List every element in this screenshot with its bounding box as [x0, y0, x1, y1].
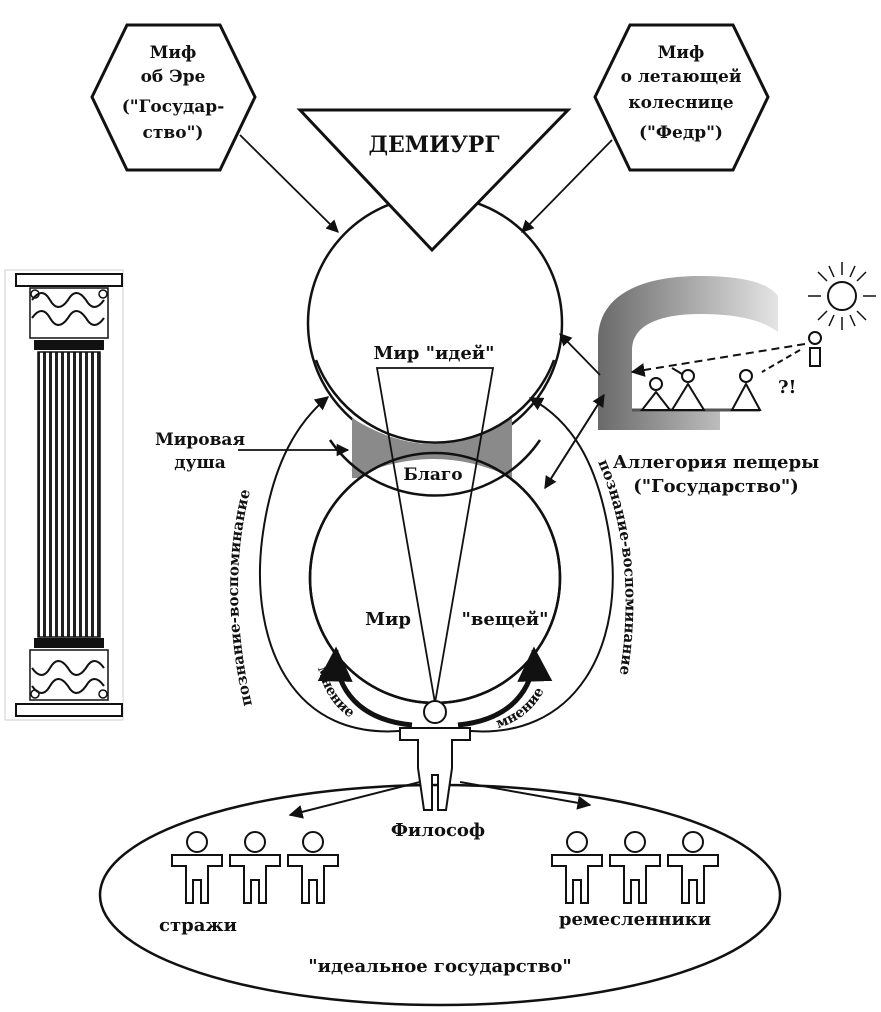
column-capital	[29, 287, 109, 350]
column-illustration	[4, 269, 124, 721]
world-of-things-label-1: Мир	[365, 609, 411, 630]
philosopher-label: Философ	[391, 820, 485, 841]
world-of-things-label-2: "вещей"	[462, 609, 549, 630]
hexagon-right-line-1: Миф	[658, 43, 705, 63]
recollection-left-text: познание-воспоминание	[224, 487, 256, 708]
arc-recollection-right	[459, 397, 614, 733]
world-soul-label-1: Мировая	[155, 430, 245, 450]
inner-triangle	[375, 367, 495, 704]
hexagon-left-line-4: ство")	[143, 123, 204, 143]
cave-label-1: Аллегория пещеры	[613, 452, 819, 473]
world-of-ideas-label: Мир "идей"	[373, 343, 494, 364]
hexagon-left-line-2: об Эре	[141, 67, 206, 87]
arrow-to-guards	[288, 781, 421, 819]
arc-recollection-left	[258, 396, 411, 733]
hexagon-flying-chariot: Миф о летающей колеснице ("Федр")	[593, 23, 770, 172]
cave-label-2: ("Государство")	[633, 476, 799, 497]
prisoner-icon	[670, 367, 706, 411]
hexagon-right-line-3: колеснице	[628, 93, 733, 113]
arc-opinion-left	[317, 646, 413, 728]
hexagon-right-line-4: ("Федр")	[639, 123, 723, 143]
person-icon	[171, 831, 223, 904]
guards-group	[171, 831, 339, 904]
person-icon	[667, 831, 719, 904]
sun-icon	[808, 262, 876, 330]
craftsmen-label: ремесленники	[559, 909, 711, 930]
good-label: Благо	[403, 465, 462, 485]
person-icon	[609, 831, 661, 904]
hexagon-right-line-2: о летающей	[621, 67, 742, 87]
prisoner-icon	[730, 369, 762, 411]
column-shaft	[37, 351, 101, 638]
arrow-to-craftsmen	[459, 781, 592, 810]
demiurge-triangle	[296, 108, 572, 253]
ideal-state-label: "идеальное государство"	[308, 956, 571, 977]
fire-figure-icon	[808, 331, 822, 367]
philosopher-icon	[399, 700, 471, 811]
craftsmen-group	[551, 831, 719, 904]
cave-exclamation: ?!	[778, 377, 796, 398]
hexagon-myth-of-er: Миф об Эре ("Государ- ство")	[90, 23, 257, 172]
demiurge-label: ДЕМИУРГ	[368, 132, 499, 158]
person-icon	[229, 831, 281, 904]
world-soul-shade	[352, 418, 512, 478]
arc-opinion-right	[457, 646, 553, 728]
hexagon-left-line-1: Миф	[150, 43, 197, 63]
prisoner-icon	[639, 377, 673, 411]
person-icon	[551, 831, 603, 904]
person-icon	[287, 831, 339, 904]
cave-allegory: ?! Аллегория пещеры ("Государство")	[598, 262, 876, 497]
light-ray-arrow	[630, 343, 806, 377]
cave-wall	[598, 276, 778, 430]
arrow-cave-to-ideas	[559, 333, 601, 376]
guards-label: стражи	[159, 915, 237, 936]
world-of-things-circle	[308, 451, 562, 705]
hexagon-left-line-3: ("Государ-	[122, 97, 225, 117]
arrow-phaedrus-to-ideas	[521, 139, 613, 233]
column-base	[15, 638, 123, 717]
arrow-er-to-ideas	[239, 134, 339, 233]
world-soul-label-2: душа	[174, 453, 226, 473]
